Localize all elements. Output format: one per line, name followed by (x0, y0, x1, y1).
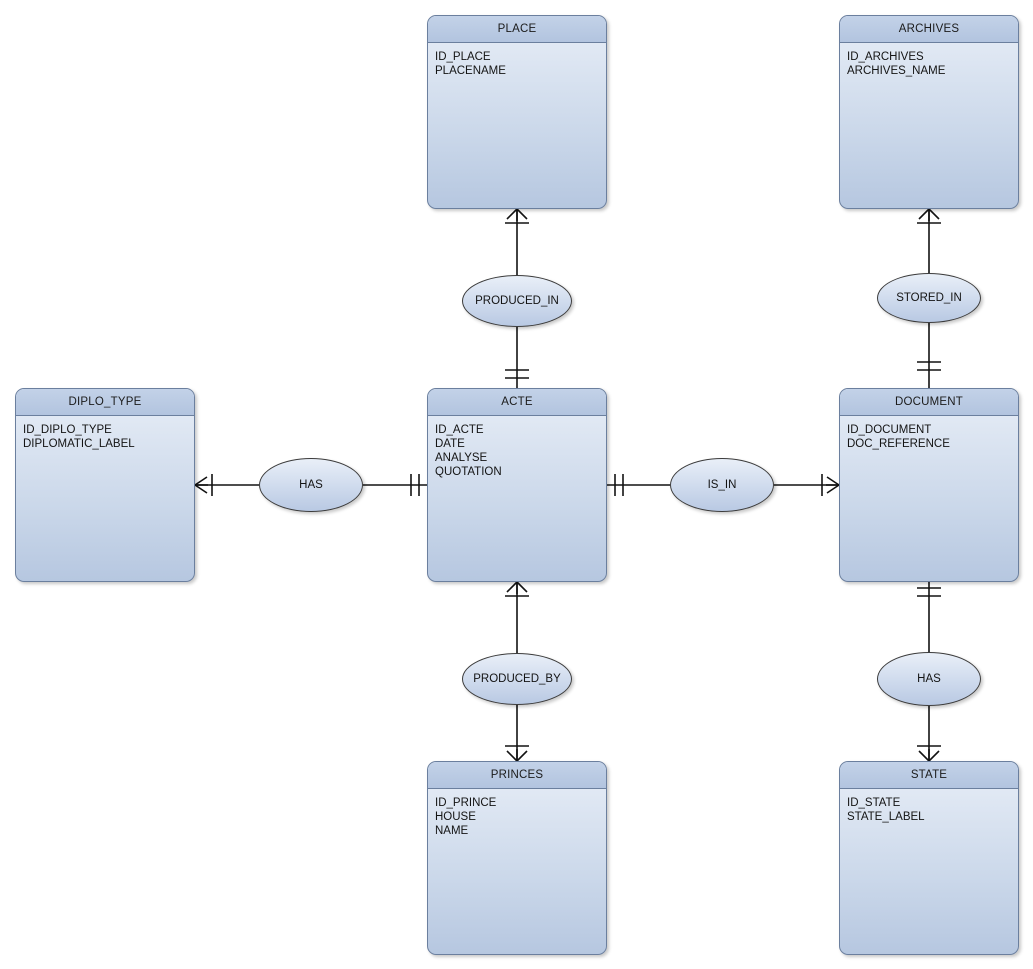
entity-attribute: ID_PRINCE (435, 797, 497, 809)
entity-attribute: ID_DIPLO_TYPE (23, 424, 112, 436)
entity-attribute-list: ID_PRINCE HOUSE NAME (428, 789, 606, 838)
connector-acte-produced-by (505, 581, 529, 653)
entity-attribute: DIPLOMATIC_LABEL (23, 438, 135, 450)
entity-attribute: ID_ACTE (435, 424, 484, 436)
entity-attribute: ID_ARCHIVES (847, 51, 924, 63)
entity-state[interactable]: STATE ID_STATE STATE_LABEL (839, 761, 1019, 955)
entity-attribute: STATE_LABEL (847, 811, 925, 823)
connector-diplo-type-has (194, 474, 259, 496)
connector-acte-is-in (607, 474, 670, 496)
connector-produced-in-acte (505, 327, 529, 388)
relationship-has-diplo-type[interactable]: HAS (259, 458, 363, 512)
connector-has-state (917, 706, 941, 762)
relationship-label: PRODUCED_BY (473, 673, 561, 685)
relationship-label: STORED_IN (896, 292, 962, 304)
entity-attribute: HOUSE (435, 811, 476, 823)
relationship-produced-in[interactable]: PRODUCED_IN (462, 275, 572, 327)
entity-attribute: ANALYSE (435, 452, 488, 464)
entity-attribute-list: ID_ARCHIVES ARCHIVES_NAME (840, 43, 1018, 78)
entity-title: PLACE (428, 16, 606, 43)
relationship-has-state[interactable]: HAS (877, 652, 981, 706)
connector-archives-stored-in (917, 208, 941, 273)
entity-princes[interactable]: PRINCES ID_PRINCE HOUSE NAME (427, 761, 607, 955)
relationship-is-in[interactable]: IS_IN (670, 458, 774, 512)
entity-title: STATE (840, 762, 1018, 789)
connector-produced-by-princes (505, 705, 529, 762)
entity-title: DIPLO_TYPE (16, 389, 194, 416)
entity-attribute-list: ID_ACTE DATE ANALYSE QUOTATION (428, 416, 606, 479)
entity-attribute: ID_DOCUMENT (847, 424, 932, 436)
relationship-produced-by[interactable]: PRODUCED_BY (462, 653, 572, 705)
relationship-label: HAS (299, 479, 323, 491)
entity-acte[interactable]: ACTE ID_ACTE DATE ANALYSE QUOTATION (427, 388, 607, 582)
relationship-label: HAS (917, 673, 941, 685)
relationship-label: IS_IN (707, 479, 737, 491)
entity-title: ARCHIVES (840, 16, 1018, 43)
connector-has-acte (363, 474, 427, 496)
connector-stored-in-document (917, 323, 941, 388)
entity-title: PRINCES (428, 762, 606, 789)
connector-is-in-document (774, 474, 840, 496)
entity-attribute-list: ID_DIPLO_TYPE DIPLOMATIC_LABEL (16, 416, 194, 451)
entity-attribute: ID_STATE (847, 797, 901, 809)
entity-attribute-list: ID_DOCUMENT DOC_REFERENCE (840, 416, 1018, 451)
entity-place[interactable]: PLACE ID_PLACE PLACENAME (427, 15, 607, 209)
relationship-label: PRODUCED_IN (475, 295, 559, 307)
entity-title: DOCUMENT (840, 389, 1018, 416)
entity-attribute: NAME (435, 825, 469, 837)
entity-attribute-list: ID_STATE STATE_LABEL (840, 789, 1018, 824)
connector-place-produced-in (505, 208, 529, 275)
entity-title: ACTE (428, 389, 606, 416)
connector-document-has (917, 582, 941, 653)
entity-attribute-list: ID_PLACE PLACENAME (428, 43, 606, 78)
entity-diplo-type[interactable]: DIPLO_TYPE ID_DIPLO_TYPE DIPLOMATIC_LABE… (15, 388, 195, 582)
entity-attribute: DATE (435, 438, 465, 450)
entity-attribute: DOC_REFERENCE (847, 438, 950, 450)
entity-attribute: PLACENAME (435, 65, 506, 77)
entity-archives[interactable]: ARCHIVES ID_ARCHIVES ARCHIVES_NAME (839, 15, 1019, 209)
entity-attribute: ID_PLACE (435, 51, 491, 63)
relationship-stored-in[interactable]: STORED_IN (877, 273, 981, 323)
entity-attribute: QUOTATION (435, 466, 502, 478)
entity-attribute: ARCHIVES_NAME (847, 65, 946, 77)
entity-document[interactable]: DOCUMENT ID_DOCUMENT DOC_REFERENCE (839, 388, 1019, 582)
